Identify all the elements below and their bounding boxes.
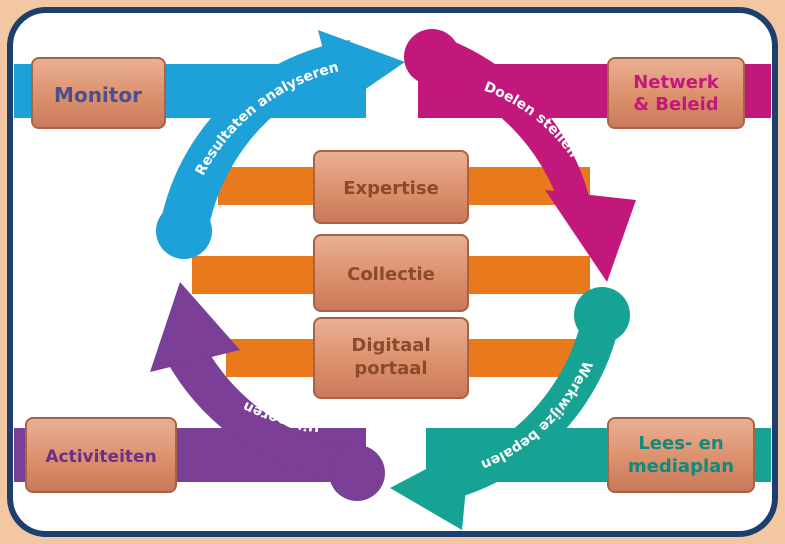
- leesplan-label-line2: mediaplan: [628, 456, 734, 477]
- collectie-label: Collectie: [347, 264, 435, 285]
- brick-monitor: Monitor: [31, 57, 166, 129]
- netwerk-label-line2: & Beleid: [633, 94, 718, 115]
- arrow-werkwijze-bepalen: [390, 287, 630, 530]
- brick-netwerk-beleid: Netwerk & Beleid: [607, 57, 745, 129]
- monitor-label: Monitor: [54, 83, 142, 107]
- brick-expertise: Expertise: [313, 150, 469, 224]
- digitaal-label-line2: portaal: [354, 358, 427, 379]
- arrow-uitvoeren: [150, 282, 385, 501]
- brick-collectie: Collectie: [313, 234, 469, 312]
- activiteiten-label: Activiteiten: [45, 447, 156, 467]
- arrow-resultaten-analyseren: [156, 30, 405, 259]
- expertise-label: Expertise: [343, 178, 439, 199]
- brick-activiteiten: Activiteiten: [25, 417, 177, 493]
- brick-lees-mediaplan: Lees- en mediaplan: [607, 417, 755, 493]
- brick-digitaal-portaal: Digitaal portaal: [313, 317, 469, 399]
- leesplan-label-line1: Lees- en: [638, 433, 723, 454]
- arrow-doelen-stellen: [404, 29, 636, 282]
- digitaal-label-line1: Digitaal: [351, 335, 430, 356]
- netwerk-label-line1: Netwerk: [633, 72, 720, 93]
